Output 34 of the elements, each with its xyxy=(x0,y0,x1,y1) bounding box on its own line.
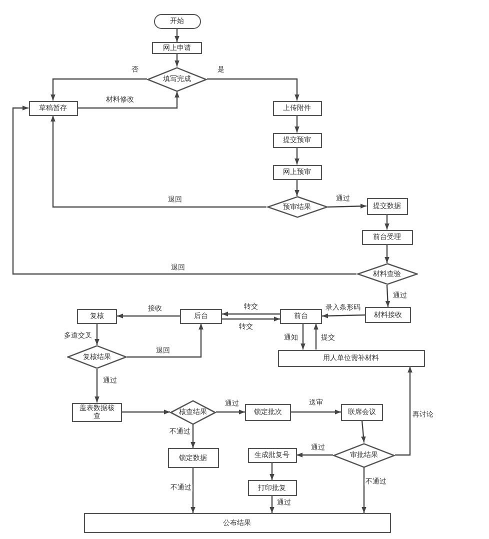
arrow xyxy=(50,116,266,208)
arrow xyxy=(174,28,180,42)
arrow xyxy=(270,462,274,480)
arrow xyxy=(385,284,390,308)
arrow xyxy=(50,78,147,100)
arrow xyxy=(294,180,300,196)
arrow xyxy=(94,324,100,345)
arrow xyxy=(122,410,170,414)
arrow xyxy=(314,324,318,350)
arrow xyxy=(216,410,245,414)
arrow xyxy=(190,424,196,448)
arrow xyxy=(322,313,366,318)
arrow xyxy=(300,324,306,350)
arrow xyxy=(190,468,196,513)
arrow xyxy=(327,204,367,209)
arrow xyxy=(117,314,180,318)
arrow xyxy=(361,420,366,443)
arrow xyxy=(127,324,204,358)
arrow xyxy=(395,366,412,456)
arrow xyxy=(207,78,300,100)
arrow xyxy=(78,92,180,109)
arrow xyxy=(12,106,356,275)
arrow xyxy=(222,316,280,322)
arrow xyxy=(362,468,366,513)
arrow xyxy=(291,410,341,414)
arrow xyxy=(384,244,390,263)
arrow xyxy=(294,116,300,132)
arrow xyxy=(270,496,274,513)
arrow xyxy=(222,312,280,316)
arrow xyxy=(384,214,390,230)
arrow xyxy=(294,148,300,164)
arrow xyxy=(296,452,333,458)
arrow xyxy=(174,54,180,66)
arrow xyxy=(94,369,100,402)
